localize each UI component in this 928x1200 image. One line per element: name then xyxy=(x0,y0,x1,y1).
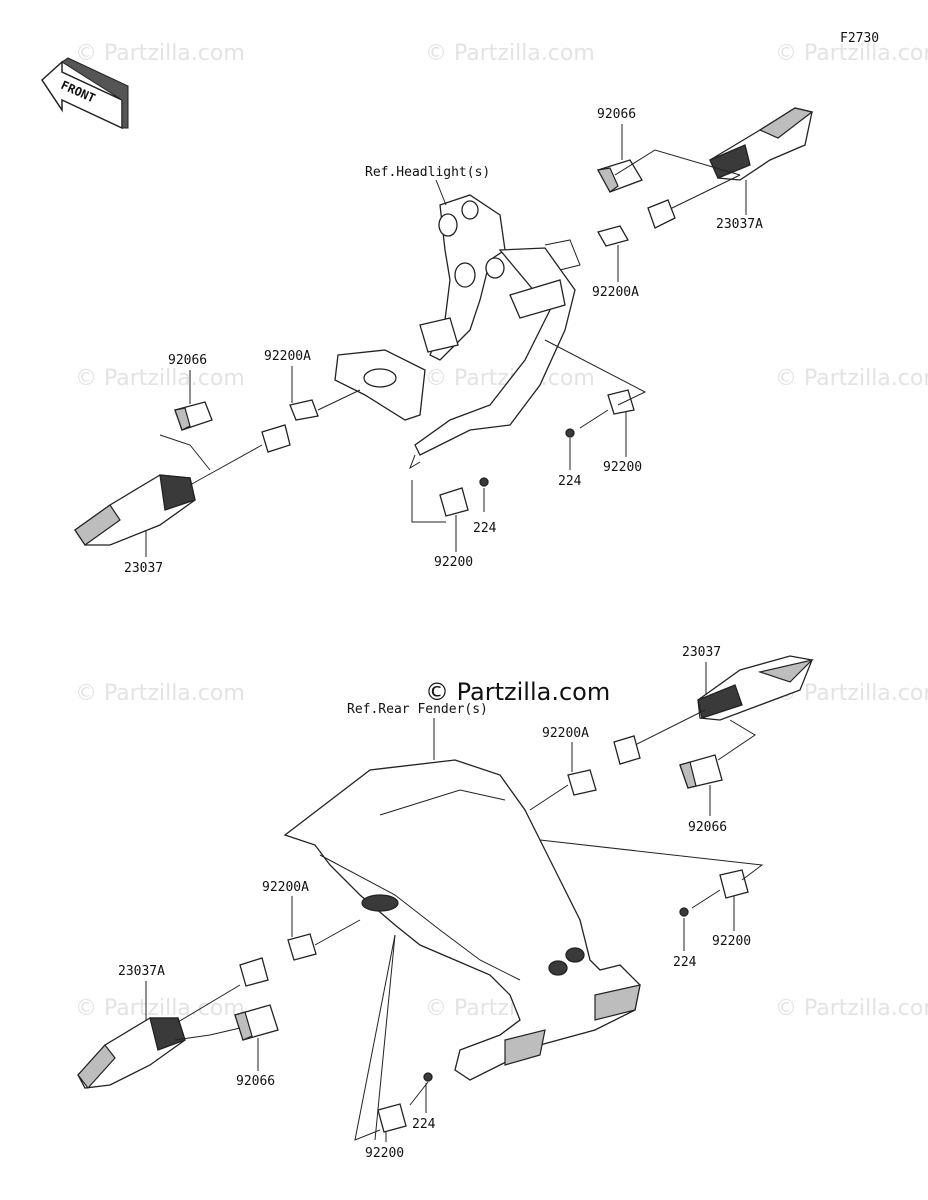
rear-fender xyxy=(283,759,641,1081)
label-ref-headlight: Ref.Headlight(s) xyxy=(365,165,490,180)
figure-code: F2730 xyxy=(840,31,879,46)
label-92200A: 92200A xyxy=(592,285,639,300)
clip-92200-top-right xyxy=(607,389,635,415)
screw-224-top-right xyxy=(565,428,575,438)
front-turn-signal-bracket xyxy=(334,194,581,470)
watermark: © Partzilla.com xyxy=(75,41,245,66)
label-92200: 92200 xyxy=(712,934,751,949)
clip-92200A-bottom-left xyxy=(287,933,317,961)
label-92200A: 92200A xyxy=(264,349,311,364)
label-23037: 23037 xyxy=(124,561,163,576)
label-23037A: 23037A xyxy=(118,964,165,979)
label-23037A: 23037A xyxy=(716,217,763,232)
label-92066: 92066 xyxy=(597,107,636,122)
watermark: © Partzilla.com xyxy=(775,41,928,66)
rubber-damper-92066-bottom-left xyxy=(234,1004,279,1041)
label-92066: 92066 xyxy=(168,353,207,368)
rubber-damper-92066-top-left xyxy=(174,401,213,431)
label-92066: 92066 xyxy=(236,1074,275,1089)
rubber-damper-92066-top-right xyxy=(597,159,643,193)
label-23037: 23037 xyxy=(682,645,721,660)
watermark: © Partzilla.com xyxy=(75,366,245,391)
clip-92200A-bottom-right xyxy=(567,769,597,796)
watermark: © Partzilla.com xyxy=(775,996,928,1021)
label-224: 224 xyxy=(558,474,582,489)
clip-92200-top-mid xyxy=(439,487,469,517)
label-ref-rear-fender: Ref.Rear Fender(s) xyxy=(347,702,488,717)
label-92200A: 92200A xyxy=(542,726,589,741)
watermark: © Partzilla.com xyxy=(425,41,595,66)
label-224: 224 xyxy=(412,1117,436,1132)
rubber-damper-92066-bottom-right xyxy=(679,754,723,789)
label-224: 224 xyxy=(473,521,497,536)
watermark-center: © Partzilla.com xyxy=(425,678,610,706)
label-92066: 92066 xyxy=(688,820,727,835)
turn-signal-front-right xyxy=(647,107,814,229)
screw-224-top-mid xyxy=(479,477,489,487)
turn-signal-rear-right xyxy=(613,655,814,765)
watermark: © Partzilla.com xyxy=(775,366,928,391)
label-92200: 92200 xyxy=(603,460,642,475)
label-224: 224 xyxy=(673,955,697,970)
turn-signal-rear-left xyxy=(77,957,269,1089)
clip-92200-bottom-right xyxy=(719,869,749,899)
turn-signal-front-left xyxy=(74,424,291,546)
label-92200: 92200 xyxy=(434,555,473,570)
screw-224-bottom-mid xyxy=(423,1072,433,1082)
label-92200: 92200 xyxy=(365,1146,404,1161)
watermark: © Partzilla.com xyxy=(75,681,245,706)
clip-92200A-top-right xyxy=(597,225,629,247)
front-arrow-icon: FRONT xyxy=(41,57,129,130)
clip-92200-bottom-mid xyxy=(377,1103,407,1133)
watermark: © Partzilla.com xyxy=(75,996,245,1021)
screw-224-bottom-right xyxy=(679,907,689,917)
clip-92200A-top-left xyxy=(289,399,319,421)
label-92200A: 92200A xyxy=(262,880,309,895)
